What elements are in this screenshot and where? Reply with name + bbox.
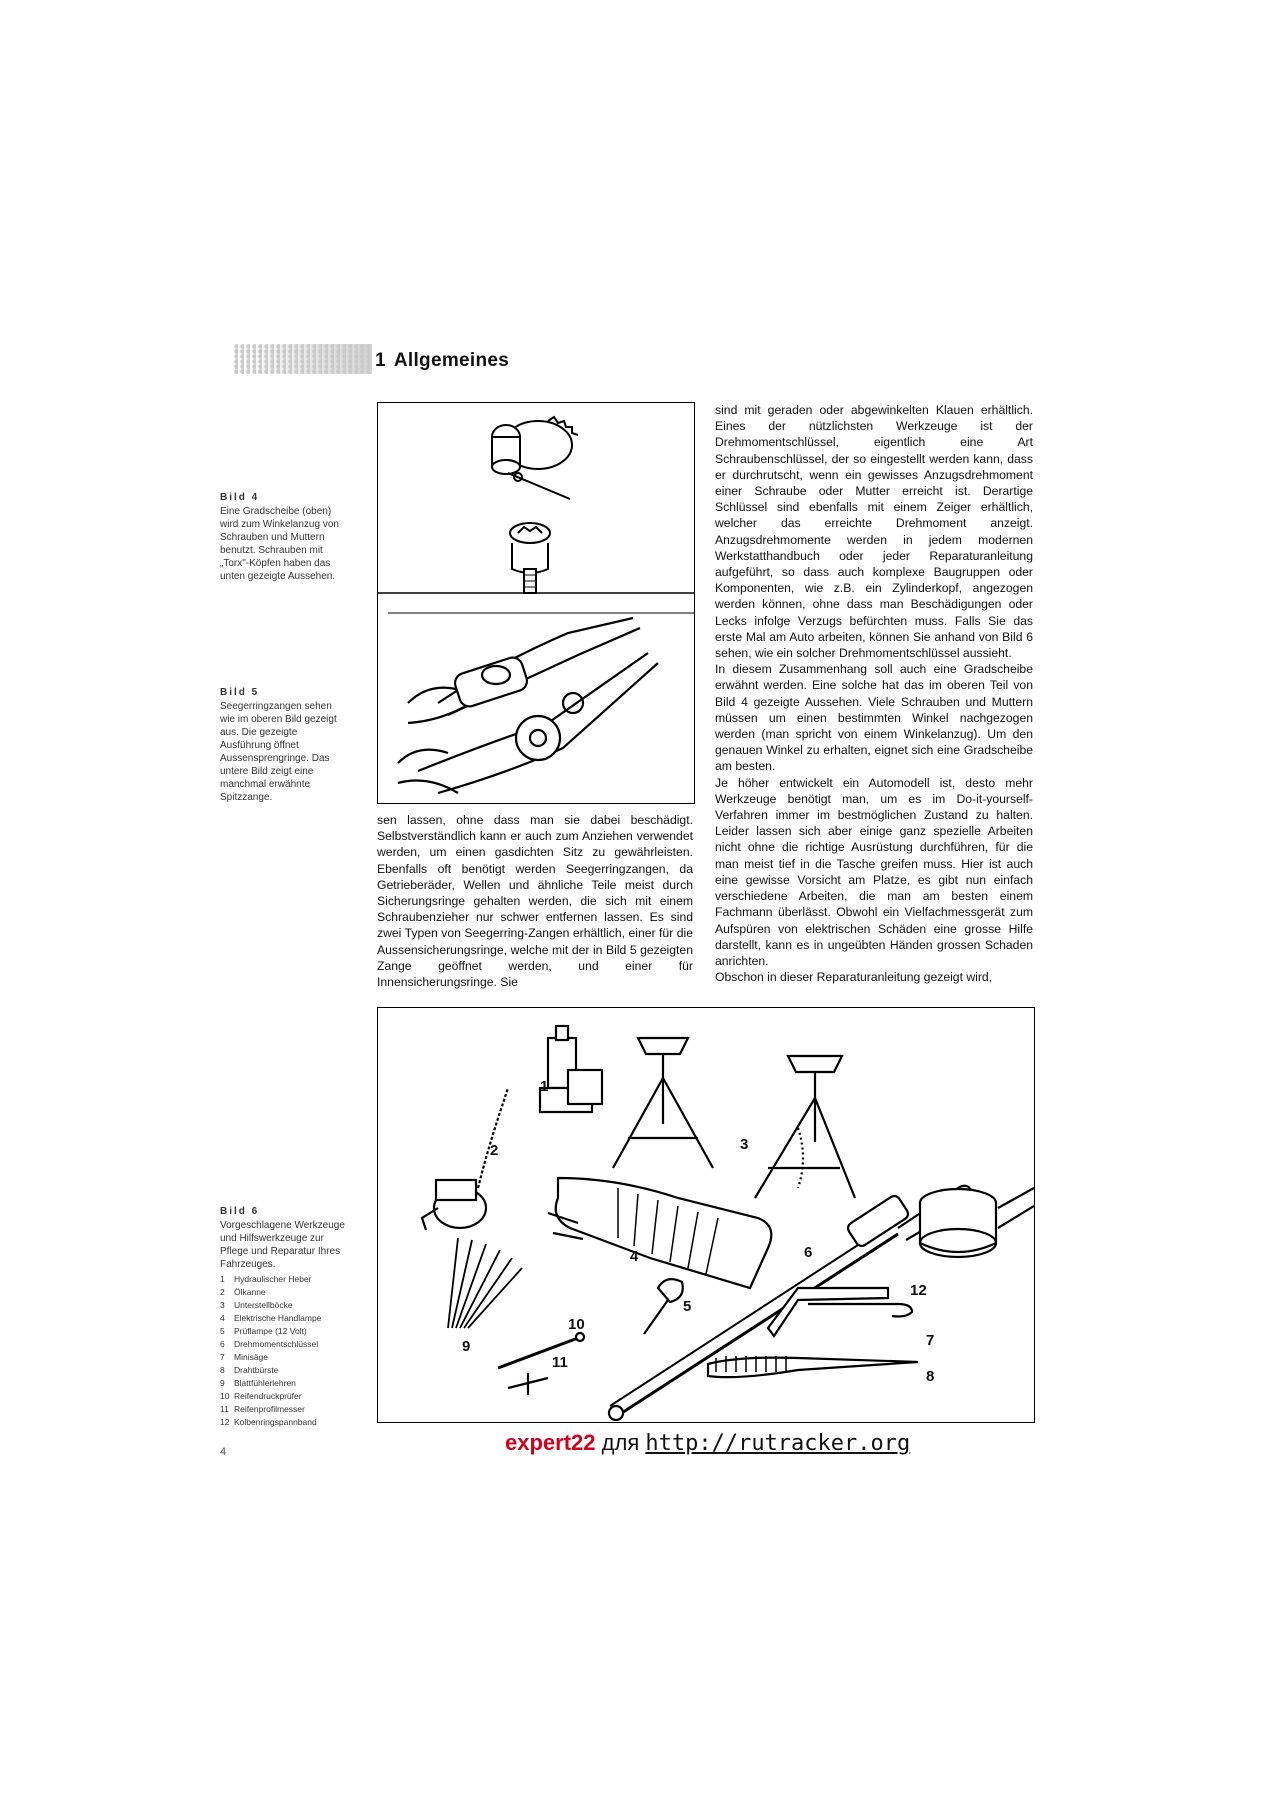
fig6-label-8: 8 (926, 1368, 935, 1385)
fig6-label-9: 9 (462, 1338, 471, 1355)
caption-bild6-title: Bild 6 (220, 1206, 260, 1217)
figure-4-5-illustration (378, 415, 694, 795)
right-column-text: sind mit geraden oder abgewinkelten Klau… (715, 402, 1033, 985)
right-paragraph-4: Obschon in dieser Reparaturanleitung gez… (715, 970, 993, 985)
left-column-paragraph: sen lassen, ohne dass man sie dabei besc… (377, 813, 693, 990)
section-number: 1 (375, 350, 386, 371)
footer-link[interactable]: http://rutracker.org (645, 1431, 911, 1456)
caption-bild6: Bild 6 Vorgeschlagene Werkzeuge und Hilf… (220, 1205, 348, 1429)
caption-bild5-title: Bild 5 (220, 687, 260, 698)
fig6-label-1: 1 (540, 1078, 549, 1095)
fig6-label-11: 11 (552, 1354, 568, 1371)
footer-brand: expert22 (505, 1430, 596, 1455)
fig6-label-7: 7 (926, 1332, 935, 1349)
fig6-label-6: 6 (804, 1244, 813, 1261)
figure-6: 1 2 3 4 5 6 7 8 9 10 11 12 (377, 1007, 1035, 1423)
caption-bild4: Bild 4 Eine Gradscheibe (oben) wird zum … (220, 491, 348, 583)
section-title: 1 Allgemeines (375, 350, 509, 372)
fig6-label-2: 2 (490, 1142, 499, 1159)
fig6-label-4: 4 (630, 1248, 639, 1265)
page-number: 4 (220, 1446, 227, 1458)
footer-middle: для (601, 1430, 640, 1455)
figure-6-illustration (420, 1024, 1035, 1422)
right-paragraph-1: sind mit geraden oder abgewinkelten Klau… (715, 403, 1033, 661)
caption-bild5: Bild 5 Seegerringzangen sehen wie im obe… (220, 686, 348, 804)
caption-bild5-text: Seegerringzangen sehen wie im oberen Bil… (220, 701, 337, 803)
fig6-label-3: 3 (740, 1136, 749, 1153)
fig6-label-12: 12 (910, 1282, 927, 1299)
fig6-label-5: 5 (683, 1298, 692, 1315)
section-title-text: Allgemeines (393, 350, 510, 371)
caption-bild4-text: Eine Gradscheibe (oben) wird zum Winkela… (220, 506, 339, 582)
header-decoration (232, 344, 372, 374)
right-paragraph-2: In diesem Zusammenhang soll auch eine Gr… (715, 662, 1033, 774)
figure-4-5 (377, 402, 695, 804)
left-column-text: sen lassen, ohne dass man sie dabei besc… (377, 812, 693, 990)
footer-watermark: expert22 для http://rutracker.org (505, 1430, 910, 1456)
fig6-label-10: 10 (568, 1316, 585, 1333)
caption-bild6-text: Vorgeschlagene Werkzeuge und Hilfswerkze… (220, 1220, 345, 1270)
caption-bild4-title: Bild 4 (220, 492, 260, 503)
right-paragraph-3: Je höher entwickelt ein Automodell ist, … (715, 775, 1033, 968)
